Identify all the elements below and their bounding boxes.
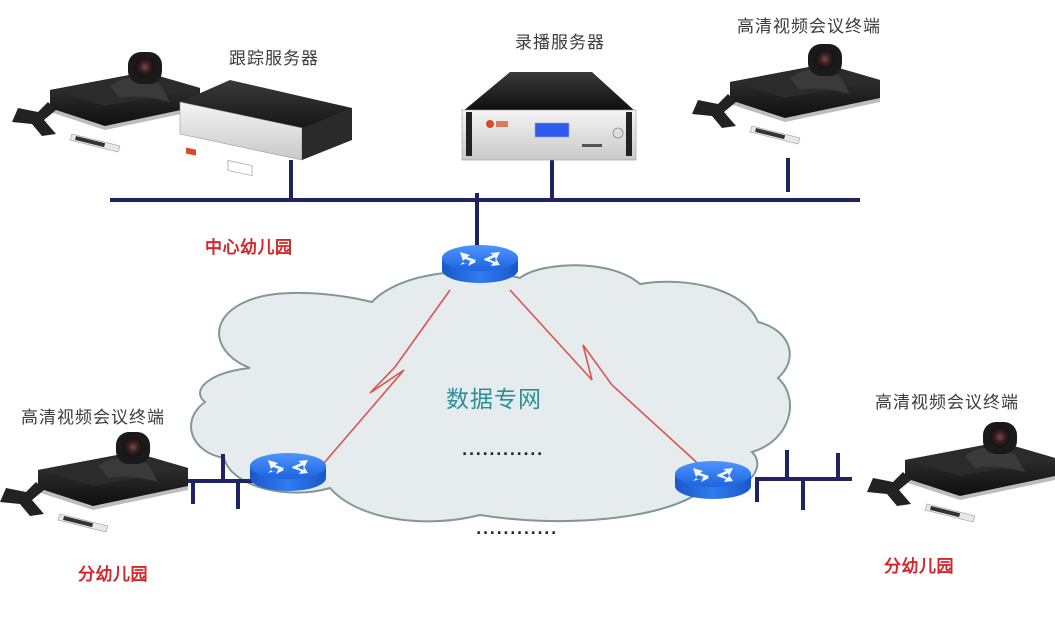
- branch-right-lan-bus: [755, 450, 852, 510]
- terminal-top-right-label: 高清视频会议终端: [737, 17, 881, 37]
- network-cloud: [190, 264, 791, 523]
- link-center-to-left: [317, 289, 451, 471]
- terminal-bottom-left-icon: [0, 431, 189, 533]
- wan-links: [317, 289, 706, 471]
- center-lan-bus: [110, 158, 860, 246]
- more-branches-ellipsis-inner: ............: [462, 443, 544, 459]
- terminal-top-left-icon: [11, 51, 201, 153]
- link-center-to-right: [509, 289, 706, 471]
- recording-server-label: 录播服务器: [515, 33, 605, 53]
- terminal-bottom-left-label: 高清视频会议终端: [21, 408, 165, 428]
- branch-left-lan-bus: [174, 454, 257, 509]
- center-site-label: 中心幼儿园: [205, 238, 293, 258]
- branch-right-router-icon: [675, 461, 751, 499]
- terminal-top-right-icon: [691, 43, 881, 145]
- branch-left-site-label: 分幼儿园: [78, 565, 148, 585]
- more-branches-ellipsis-outer: ............: [476, 522, 558, 538]
- branch-right-site-label: 分幼儿园: [884, 557, 954, 577]
- tracking-server-icon: [179, 80, 352, 177]
- terminal-bottom-right-icon: [866, 421, 1055, 523]
- center-router-icon: [442, 245, 518, 283]
- terminal-bottom-right-label: 高清视频会议终端: [875, 393, 1019, 413]
- recording-server-icon: [461, 72, 637, 161]
- tracking-server-label: 跟踪服务器: [229, 49, 319, 69]
- network-label: 数据专网: [446, 387, 542, 413]
- branch-left-router-icon: [250, 453, 326, 491]
